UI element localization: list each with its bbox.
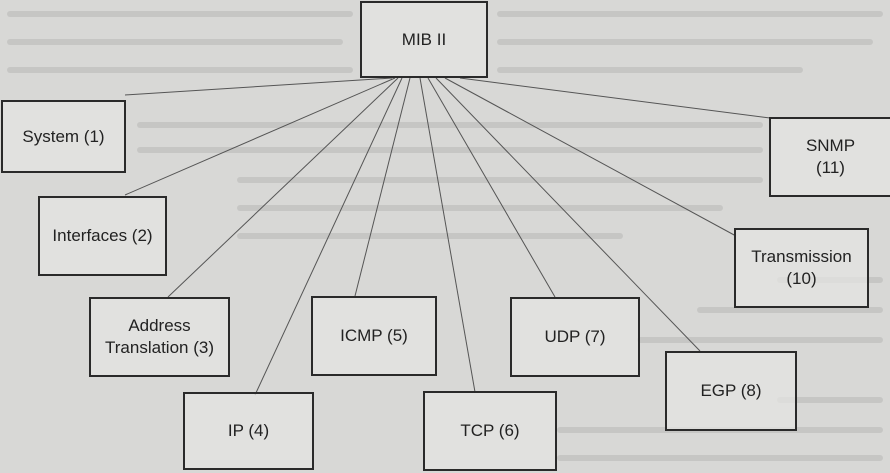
- node-transmission: Transmission (10): [734, 228, 869, 308]
- node-transmission-label-line2: (10): [786, 269, 817, 288]
- connector-tcp: [419, 77, 476, 393]
- node-icmp-label: ICMP (5): [340, 326, 408, 345]
- connector-udp: [427, 77, 556, 298]
- node-interfaces-label: Interfaces (2): [52, 226, 153, 245]
- node-icmp: ICMP (5): [311, 296, 437, 376]
- node-snmp: SNMP (11): [769, 117, 890, 197]
- node-transmission-label-line1: Transmission: [751, 247, 852, 266]
- node-ip-label: IP (4): [227, 421, 270, 440]
- connector-system: [124, 77, 393, 96]
- node-system: System (1): [1, 100, 126, 173]
- node-address-translation: Address Translation (3): [89, 297, 230, 377]
- connector-snmp: [459, 77, 771, 119]
- root-node-mib-ii: MIB II: [360, 1, 488, 78]
- node-tcp: TCP (6): [423, 391, 557, 471]
- node-egp-label: EGP (8): [700, 381, 762, 400]
- connector-address-translation: [167, 77, 399, 298]
- node-interfaces: Interfaces (2): [38, 196, 167, 276]
- node-snmp-label-line2: (11): [816, 158, 845, 177]
- connector-interfaces: [124, 77, 396, 196]
- node-tcp-label: TCP (6): [460, 421, 520, 440]
- node-udp: UDP (7): [510, 297, 640, 377]
- node-address-translation-label-line2: Translation (3): [105, 338, 214, 357]
- node-udp-label: UDP (7): [544, 327, 606, 346]
- connector-ip: [254, 77, 403, 396]
- node-egp: EGP (8): [665, 351, 797, 431]
- node-address-translation-label-line1: Address: [128, 316, 191, 335]
- connector-icmp: [354, 77, 411, 297]
- node-system-label: System (1): [22, 126, 105, 146]
- connector-egp: [435, 77, 701, 352]
- connector-transmission: [444, 77, 737, 237]
- node-ip: IP (4): [183, 392, 314, 470]
- root-node-label: MIB II: [401, 29, 447, 49]
- node-snmp-label-line1: SNMP: [805, 136, 856, 155]
